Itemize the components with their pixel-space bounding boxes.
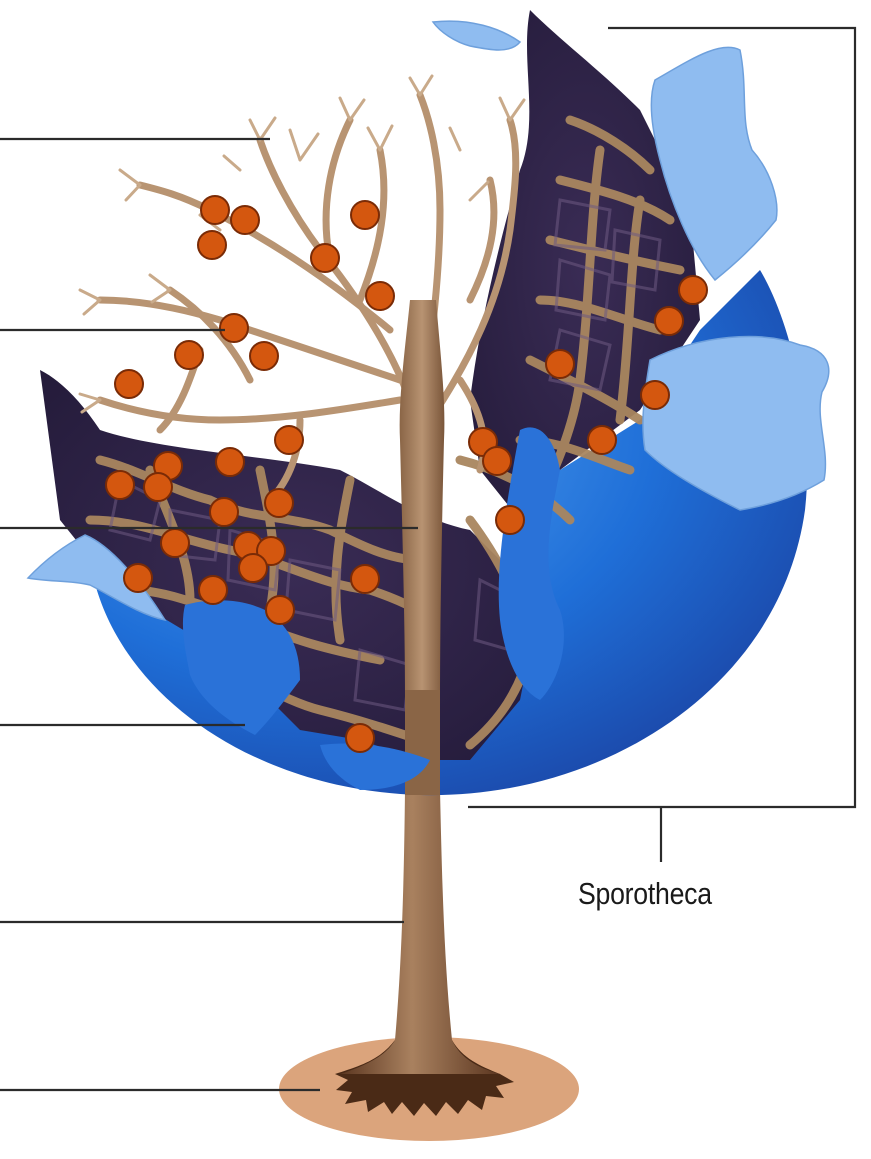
spore-dot (124, 564, 152, 592)
spore-dot (311, 244, 339, 272)
spore-dot (161, 529, 189, 557)
spore-dot (199, 576, 227, 604)
spore-dot (231, 206, 259, 234)
spore-dot (351, 565, 379, 593)
spore-dot (588, 426, 616, 454)
spore-dot (655, 307, 683, 335)
stalk (340, 790, 500, 1074)
spore-dot (483, 447, 511, 475)
spore-dot (366, 282, 394, 310)
spore-dot (275, 426, 303, 454)
spore-dot (679, 276, 707, 304)
spore-dot (351, 201, 379, 229)
spore-dot (546, 350, 574, 378)
spore-dot (220, 314, 248, 342)
spore-dot (346, 724, 374, 752)
sporotheca-label: Sporotheca (578, 876, 712, 912)
spore-dot (496, 506, 524, 534)
spore-dot (216, 448, 244, 476)
spore-dot (144, 473, 172, 501)
columella (400, 300, 445, 700)
spore-dot (250, 342, 278, 370)
spore-dot (106, 471, 134, 499)
spore-dot (115, 370, 143, 398)
spore-dot (201, 196, 229, 224)
spore-dot (265, 489, 293, 517)
spore-dot (239, 554, 267, 582)
spore-dot (641, 381, 669, 409)
spore-dot (198, 231, 226, 259)
spore-dot (210, 498, 238, 526)
spore-dot (175, 341, 203, 369)
spore-dot (266, 596, 294, 624)
capillitium-upper-fine (80, 76, 524, 412)
capillitium-upper (100, 95, 516, 500)
